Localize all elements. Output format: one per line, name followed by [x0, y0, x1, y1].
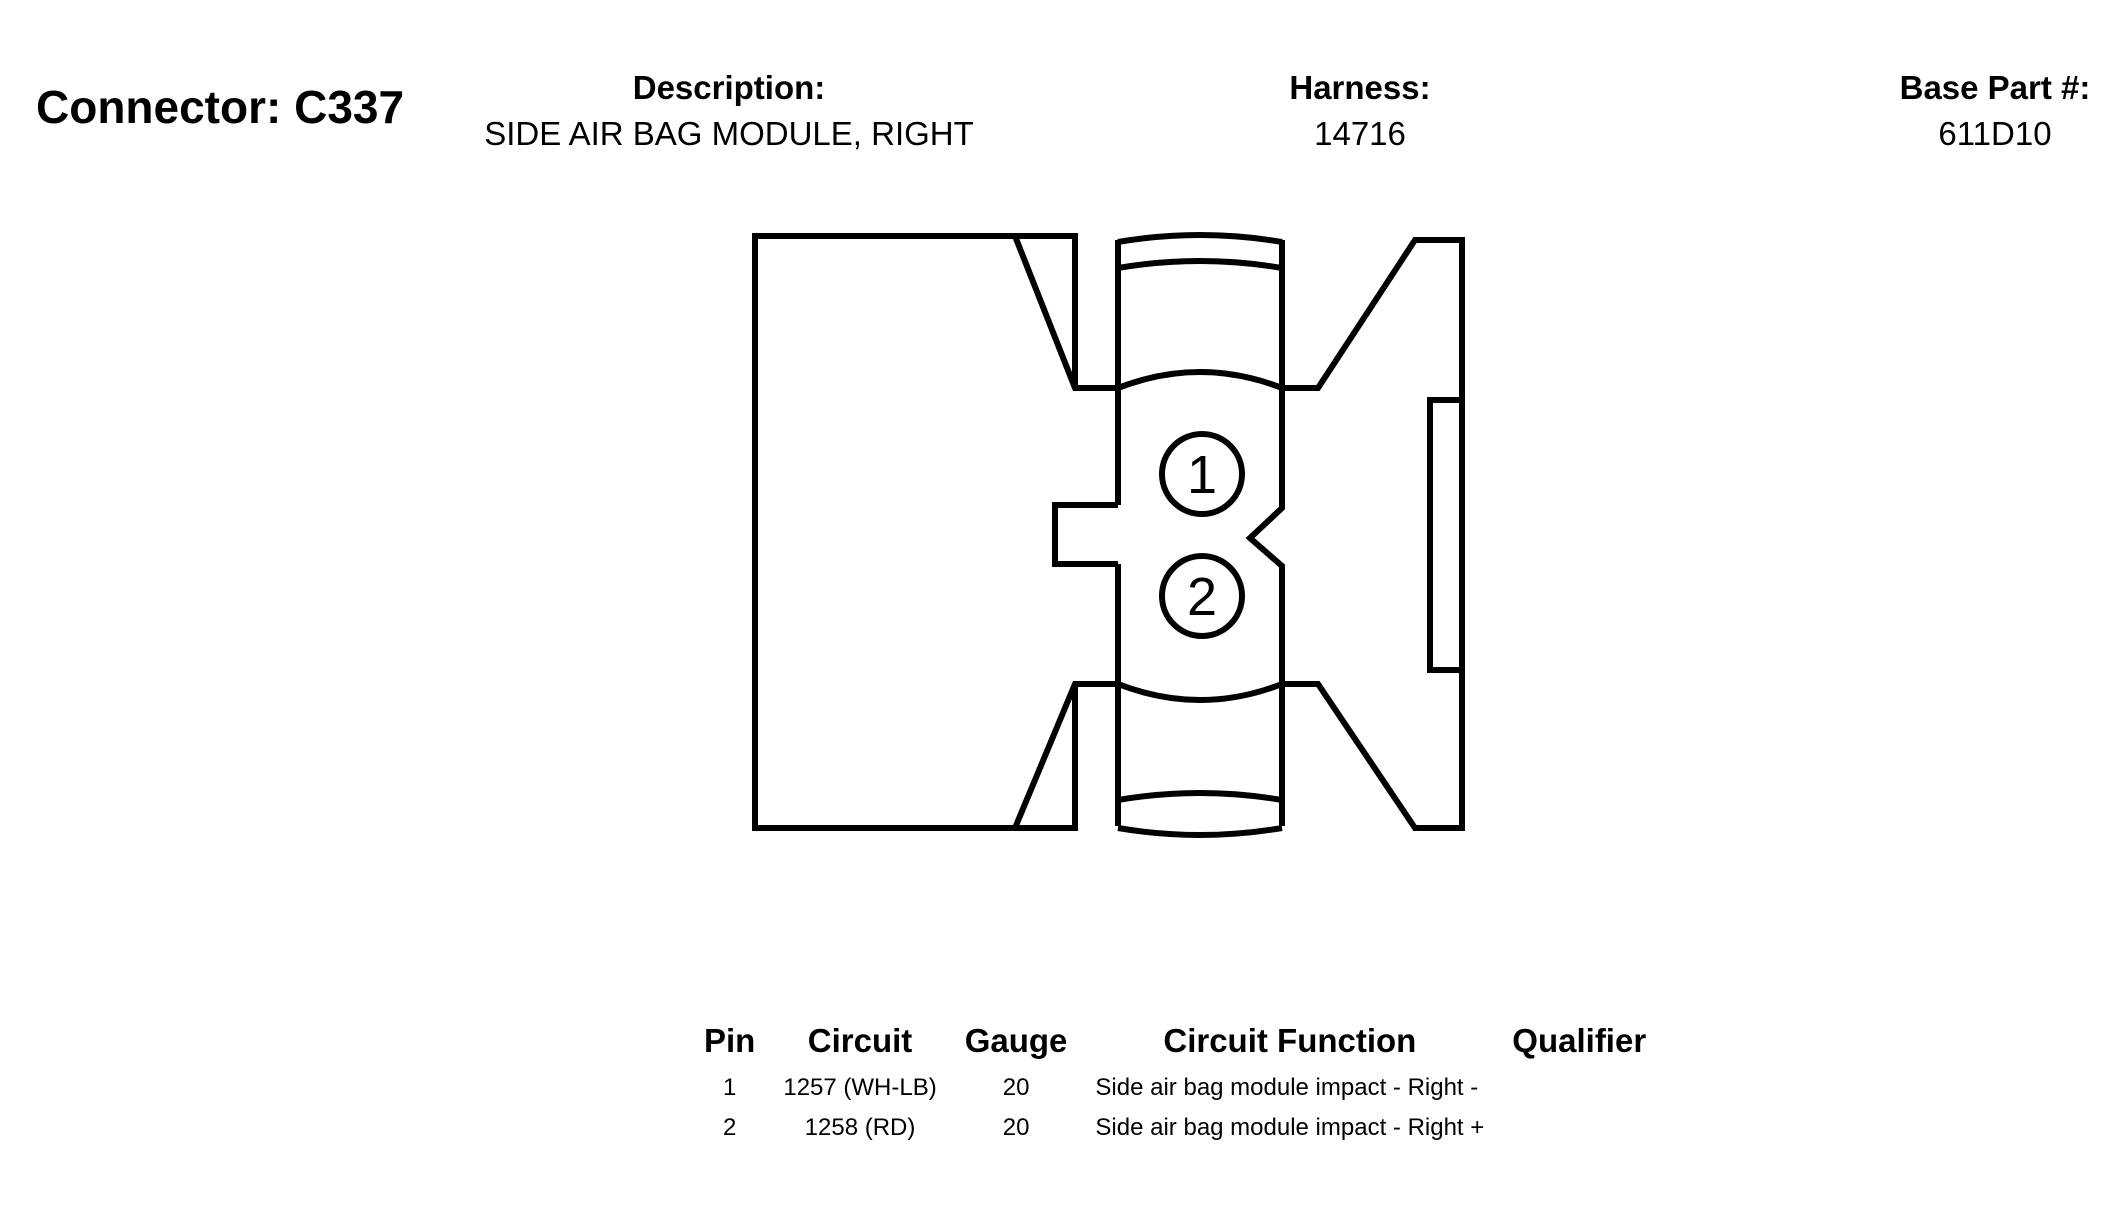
base-part-label: Base Part #:: [1899, 69, 2091, 106]
left-housing-outline: [752, 233, 1078, 831]
pin-1-label: 1: [1187, 445, 1217, 505]
harness-block: Harness: 14716: [1260, 68, 1460, 154]
upper-left-taper: [1012, 234, 1118, 391]
description-value: SIDE AIR BAG MODULE, RIGHT: [484, 115, 974, 152]
function-cell: Side air bag module impact - Right -: [1095, 1074, 1479, 1101]
base-part-value: 611D10: [1938, 115, 2052, 152]
connector-title: Connector: C337: [36, 81, 405, 133]
description-block: Description: SIDE AIR BAG MODULE, RIGHT: [474, 68, 984, 154]
left-key-tab: [1052, 502, 1118, 567]
qualifier-cell: [1498, 1068, 1660, 1108]
top-cap-outer: [1117, 232, 1283, 245]
pin-2-label: 2: [1187, 567, 1217, 627]
circuit-column-header: Circuit: [807, 1022, 913, 1059]
pin-table-header-row: Pin Circuit Gauge Circuit Function Quali…: [690, 1022, 1660, 1068]
center-column-right-edge: [1245, 240, 1285, 826]
base-part-block: Base Part #: 611D10: [1880, 68, 2110, 154]
table-row: 1 1257 (WH-LB) 20 Side air bag module im…: [690, 1068, 1660, 1108]
harness-value: 14716: [1314, 115, 1406, 152]
function-cell: Side air bag module impact - Right +: [1095, 1114, 1485, 1141]
bottom-cap-outer: [1117, 825, 1283, 838]
pin-table: Pin Circuit Gauge Circuit Function Quali…: [690, 1022, 1660, 1148]
center-upper-arc: [1116, 369, 1284, 391]
qualifier-column-header: Qualifier: [1512, 1022, 1647, 1059]
circuit-cell: 1258 (RD): [804, 1114, 916, 1141]
pin-1-circle: [1159, 431, 1245, 517]
table-row: 2 1258 (RD) 20 Side air bag module impac…: [690, 1108, 1660, 1148]
top-cap-inner: [1117, 258, 1283, 271]
harness-label: Harness:: [1289, 69, 1431, 106]
center-lower-arc: [1116, 681, 1284, 703]
function-column-header: Circuit Function: [1163, 1022, 1417, 1059]
right-housing-upper-taper: [1282, 237, 1465, 831]
description-label: Description:: [632, 69, 826, 106]
pin-2-circle: [1159, 553, 1245, 639]
pin-column-header: Pin: [704, 1022, 756, 1059]
circuit-cell: 1257 (WH-LB): [783, 1074, 937, 1101]
qualifier-cell: [1498, 1108, 1660, 1148]
lower-left-taper: [1012, 681, 1118, 830]
right-latch-slot: [1427, 397, 1462, 673]
pin-cell: 2: [722, 1114, 737, 1141]
gauge-cell: 20: [1002, 1114, 1030, 1141]
gauge-column-header: Gauge: [964, 1022, 1068, 1059]
bottom-cap-inner: [1117, 790, 1283, 803]
gauge-cell: 20: [1002, 1074, 1030, 1101]
pin-cell: 1: [722, 1074, 737, 1101]
